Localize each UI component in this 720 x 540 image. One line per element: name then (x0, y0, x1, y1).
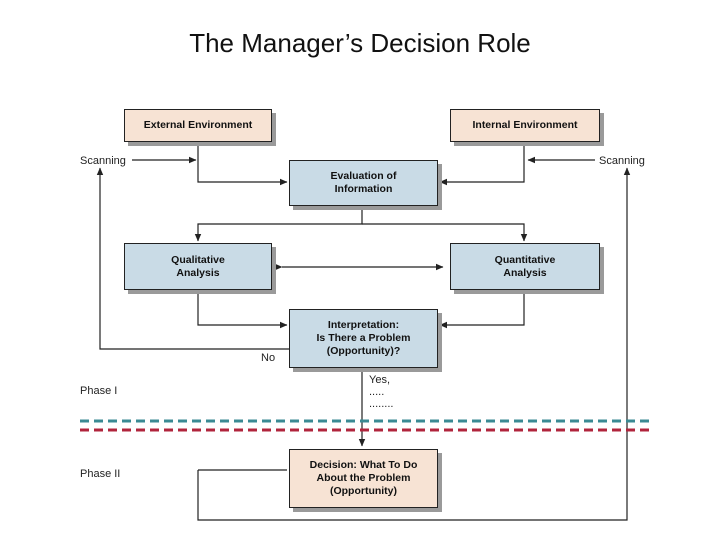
evaluation-box: Evaluation of Information (289, 160, 438, 206)
decision-box: Decision: What To Do About the Problem (… (289, 449, 438, 508)
quantitative-analysis-box: Quantitative Analysis (450, 243, 600, 290)
phase-one-label: Phase I (80, 385, 118, 397)
scanning-left-label: Scanning (80, 155, 126, 167)
no-label: No (261, 352, 276, 364)
evaluation-to-qualitative (194, 207, 363, 242)
qualitative-analysis-box: Qualitative Analysis (124, 243, 272, 290)
scanning-right-label: Scanning (599, 155, 645, 167)
decision-loop-arrow (197, 167, 631, 521)
evaluation-to-quantitative (362, 223, 528, 242)
internal-environment-box: Internal Environment (450, 109, 600, 142)
external-to-evaluation (197, 143, 288, 186)
internal-to-evaluation (439, 143, 525, 186)
interpretation-box: Interpretation: Is There a Problem (Oppo… (289, 309, 438, 368)
external-environment-box: External Environment (124, 109, 272, 142)
phase-two-label: Phase II (80, 468, 121, 480)
quantitative-to-interpretation (439, 291, 525, 329)
yes-label: Yes, ..... ........ (369, 374, 394, 410)
no-loop-arrow (96, 167, 289, 350)
qualitative-to-interpretation (197, 291, 288, 329)
page-title: The Manager’s Decision Role (189, 28, 531, 58)
